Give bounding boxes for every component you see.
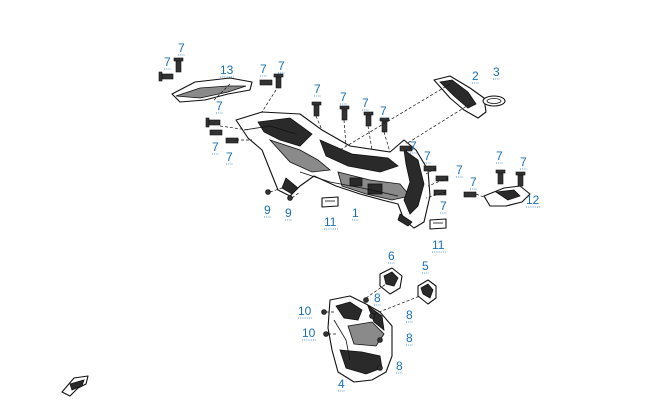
screw-7-k (379, 117, 390, 133)
callout-labels: 13 7 7 7 7 2 3 7 7 7 7 7 7 7 7 7 7 7 7 (164, 41, 540, 392)
callout-10-b: 10 (302, 326, 316, 340)
cover-part-13 (171, 77, 253, 103)
callout-8-b: 8 (406, 308, 413, 322)
callout-3: 3 (493, 65, 500, 79)
callout-7-n: 7 (456, 163, 463, 177)
screw-7-i (339, 105, 350, 121)
bracket-part-6 (379, 267, 403, 295)
callout-4: 4 (338, 377, 345, 391)
screw-7-m (423, 165, 437, 172)
screw-7-n (435, 175, 449, 182)
bracket-part-5 (417, 279, 437, 305)
screw-7-d (273, 73, 284, 89)
screw-7-e (205, 117, 221, 128)
callout-1: 1 (352, 206, 359, 220)
callout-7-d: 7 (278, 59, 285, 73)
callout-7-m: 7 (424, 149, 431, 163)
plate-part-11b (429, 218, 447, 230)
callout-8-a: 8 (374, 291, 381, 305)
callout-7-i: 7 (340, 90, 347, 104)
callout-11-a: 11 (324, 215, 337, 229)
screw-set-8 (363, 297, 383, 371)
callout-7-q: 7 (496, 149, 503, 163)
callout-7-r: 7 (520, 155, 527, 169)
screw-set-7 (158, 57, 526, 198)
callout-7-b: 7 (164, 55, 171, 69)
callout-7-a: 7 (178, 41, 185, 55)
screw-set-9 (265, 189, 293, 201)
screw-7-p (463, 191, 477, 198)
main-panel-part-1 (235, 111, 431, 229)
callout-7-g: 7 (226, 150, 233, 164)
callout-7-l: 7 (410, 139, 417, 153)
callout-6: 6 (388, 249, 395, 263)
screw-7-f (209, 129, 223, 136)
callout-10-a: 10 (298, 304, 312, 318)
screw-7-j (363, 111, 374, 127)
screw-7-l (399, 145, 413, 152)
screw-7-g (225, 137, 239, 144)
plate-part-11a (321, 196, 339, 208)
screw-7-o (433, 189, 447, 196)
callout-12: 12 (526, 193, 540, 207)
cover-part-2 (433, 75, 487, 119)
callout-11-b: 11 (432, 238, 445, 252)
callout-9-b: 9 (285, 206, 292, 220)
screw-7-h (311, 101, 322, 117)
callout-8-d: 8 (396, 359, 403, 373)
leader-lines (213, 83, 487, 335)
callout-7-k: 7 (380, 104, 387, 118)
callout-7-f: 7 (212, 140, 219, 154)
screw-7-r (515, 171, 526, 187)
bracket-part-12 (483, 185, 531, 207)
screw-set-10 (321, 309, 329, 337)
direction-arrow-icon (61, 375, 89, 397)
callout-7-c: 7 (260, 62, 267, 76)
grommet-part-3 (482, 95, 506, 107)
callout-7-j: 7 (362, 96, 369, 110)
callout-8-c: 8 (406, 331, 413, 345)
callout-7-h: 7 (314, 82, 321, 96)
callout-5: 5 (422, 259, 429, 273)
screw-7-b (158, 71, 174, 82)
callout-7-p: 7 (470, 175, 477, 189)
screw-7-c (259, 79, 273, 86)
screw-7-a (173, 57, 184, 73)
callout-2: 2 (472, 69, 479, 83)
callout-7-e: 7 (216, 99, 223, 113)
callout-13: 13 (220, 63, 234, 77)
callout-9-a: 9 (264, 203, 271, 217)
screw-7-q (495, 169, 506, 185)
callout-7-o: 7 (440, 199, 447, 213)
